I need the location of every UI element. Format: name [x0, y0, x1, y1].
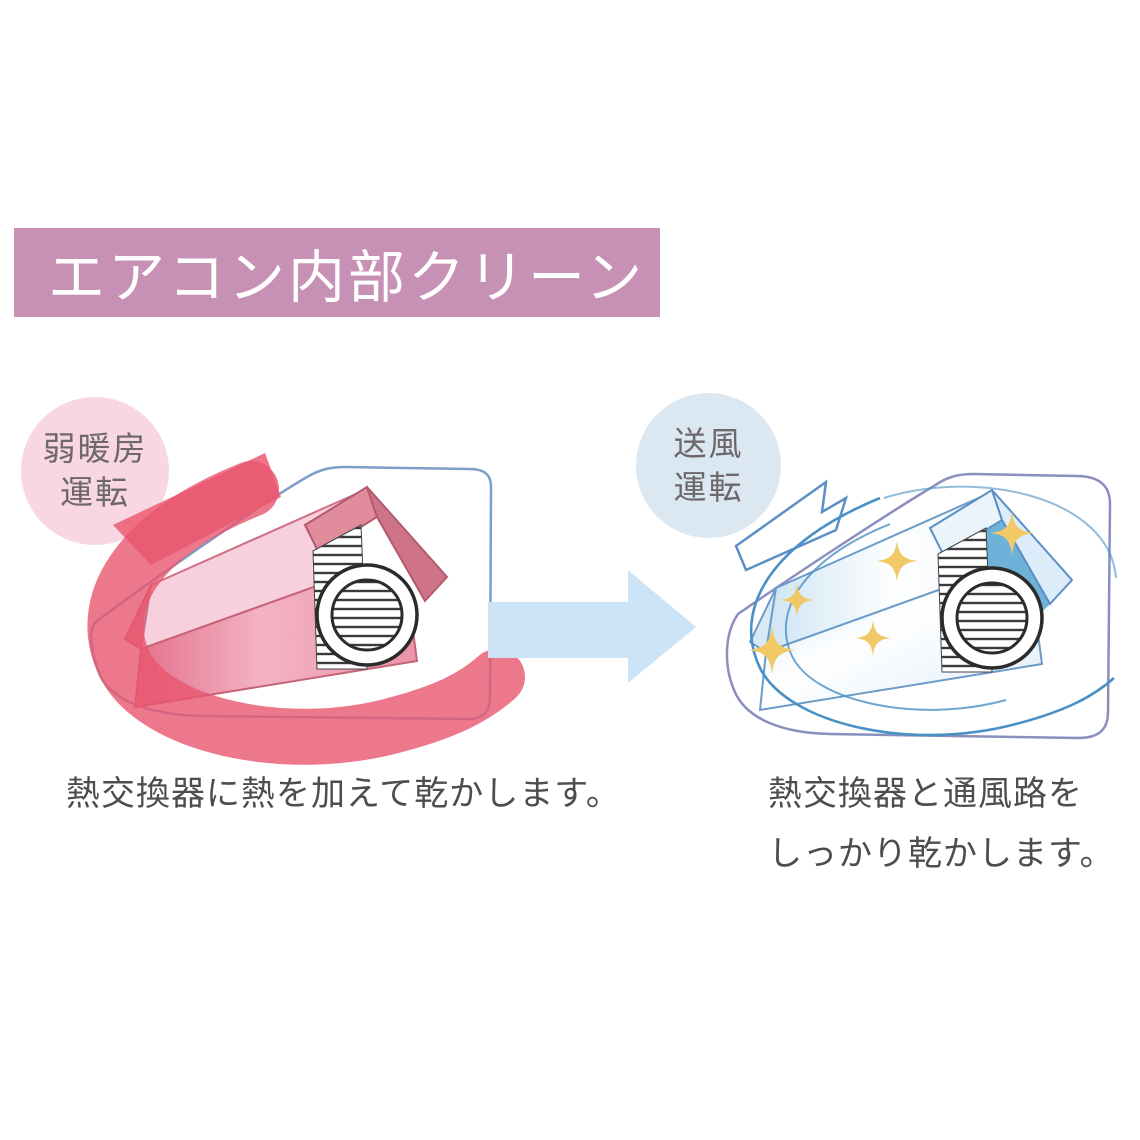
caption-fan-step-line1: 熱交換器と通風路を	[768, 775, 1083, 813]
caption-heating-step: 熱交換器に熱を加えて乾かします。	[66, 775, 621, 813]
heat-glow	[87, 461, 525, 765]
ac-unit-heating-illustration	[87, 453, 525, 765]
caption-fan-step: 熱交換器と通風路を しっかり乾かします。	[768, 764, 1115, 884]
airflow-swirl-back	[883, 485, 1117, 579]
page-title: エアコン内部クリーン	[48, 245, 646, 310]
airflow-swirl	[749, 496, 1115, 737]
badge-fan-mode: 送風 運転	[636, 393, 781, 538]
ac-housing-outline	[725, 472, 1112, 740]
flow-arrow-icon	[488, 570, 696, 683]
badge-weak-heating-mode: 弱暖房 運転	[21, 397, 169, 545]
badge-fan-line1: 送風	[673, 424, 744, 462]
badge-fan-line2: 運転	[673, 468, 744, 506]
fan-icon	[315, 563, 419, 667]
airflow-arrow-outline	[734, 479, 849, 572]
badge-weak-heating-line2: 運転	[60, 474, 130, 511]
title-banner: エアコン内部クリーン	[14, 228, 660, 317]
caption-fan-step-line2: しっかり乾かします。	[768, 835, 1115, 873]
ac-unit-clean-airflow-illustration	[725, 472, 1117, 740]
fan-icon	[940, 566, 1044, 670]
badge-weak-heating-line1: 弱暖房	[42, 430, 148, 468]
